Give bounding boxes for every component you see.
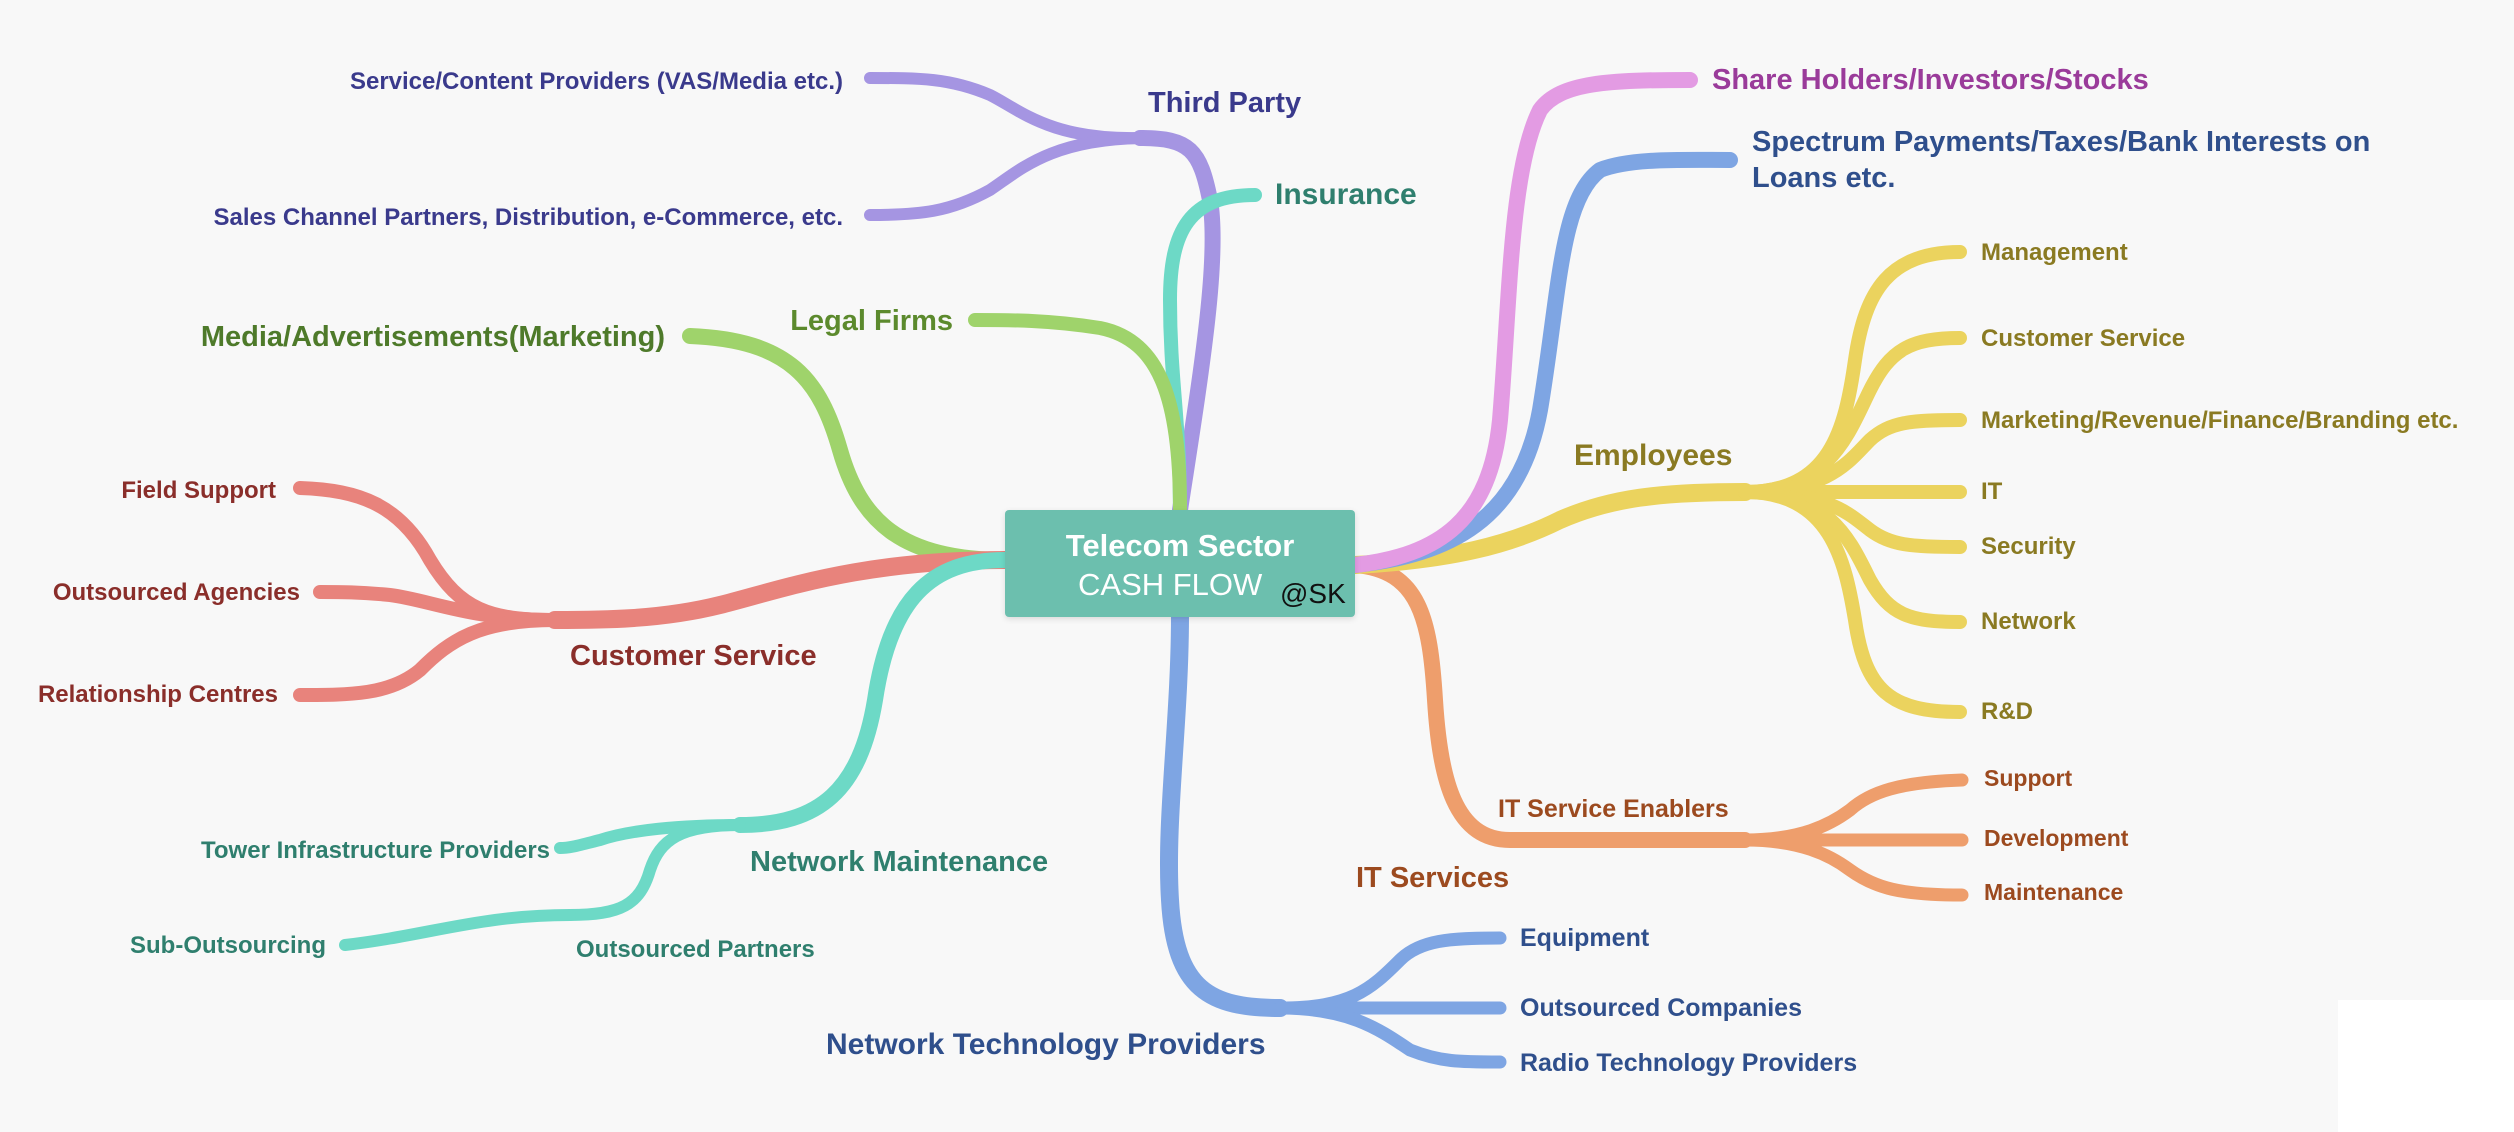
branch-customer-service bbox=[293, 481, 1014, 702]
node-emp-marketing[interactable]: Marketing/Revenue/Finance/Branding etc. bbox=[1981, 407, 2458, 434]
branch-line-sales-channel bbox=[864, 132, 1146, 221]
center-node-box bbox=[1005, 510, 1355, 617]
node-customer-service[interactable]: Customer Service bbox=[570, 640, 817, 672]
node-spectrum-line1[interactable]: Spectrum Payments/Taxes/Bank Interests o… bbox=[1752, 126, 2370, 158]
node-network-maintenance[interactable]: Network Maintenance bbox=[750, 846, 1048, 878]
node-it-development[interactable]: Development bbox=[1984, 825, 2129, 851]
node-insurance[interactable]: Insurance bbox=[1275, 178, 1417, 211]
branch-it-services bbox=[1347, 557, 1969, 902]
branch-line-employees bbox=[1346, 483, 1754, 574]
node-shareholders[interactable]: Share Holders/Investors/Stocks bbox=[1712, 64, 2149, 96]
branch-line-it-maintenance bbox=[1738, 833, 1969, 902]
node-emp-management[interactable]: Management bbox=[1981, 239, 2128, 266]
node-it-enablers[interactable]: IT Service Enablers bbox=[1498, 795, 1729, 823]
branch-network-tech bbox=[1160, 606, 1507, 1069]
branch-line-customer-service bbox=[546, 551, 1014, 629]
node-legal-firms[interactable]: Legal Firms bbox=[790, 305, 953, 337]
node-emp-customer-service[interactable]: Customer Service bbox=[1981, 325, 2185, 352]
center-subtitle: CASH FLOW bbox=[1078, 567, 1263, 602]
node-outsourced-partners[interactable]: Outsourced Partners bbox=[576, 936, 815, 963]
node-emp-security[interactable]: Security bbox=[1981, 533, 2076, 560]
center-node[interactable]: Telecom Sector CASH FLOW @SK bbox=[1005, 510, 1355, 617]
branch-line-network-tech bbox=[1160, 606, 1289, 1017]
branch-line-network-maintenance bbox=[732, 552, 1013, 833]
node-spectrum-line2[interactable]: Loans etc. bbox=[1752, 162, 1895, 194]
node-service-content[interactable]: Service/Content Providers (VAS/Media etc… bbox=[350, 68, 843, 95]
branch-line-service-content bbox=[864, 72, 1146, 145]
white-corner-patch bbox=[2338, 1000, 2514, 1132]
branch-network-maintenance bbox=[339, 552, 1013, 951]
node-network-tech[interactable]: Network Technology Providers bbox=[826, 1028, 1266, 1061]
center-title: Telecom Sector bbox=[1066, 528, 1295, 563]
node-emp-network[interactable]: Network bbox=[1981, 608, 2076, 635]
node-media[interactable]: Media/Advertisements(Marketing) bbox=[201, 321, 665, 353]
node-outsourced-agencies[interactable]: Outsourced Agencies bbox=[53, 579, 300, 606]
branch-line-radio-tech bbox=[1273, 1001, 1507, 1069]
branch-line-it-services bbox=[1347, 557, 1753, 849]
node-field-support[interactable]: Field Support bbox=[121, 477, 276, 504]
center-signature: @SK bbox=[1280, 578, 1346, 609]
branch-line-spectrum bbox=[1347, 151, 1738, 573]
branch-line-sub-outsourcing bbox=[339, 909, 576, 951]
branch-third-party bbox=[864, 72, 1221, 518]
node-outsourced-companies[interactable]: Outsourced Companies bbox=[1520, 994, 1802, 1022]
branch-line-emp-rnd bbox=[1738, 485, 1967, 719]
node-emp-it[interactable]: IT bbox=[1981, 478, 2003, 505]
node-it-services[interactable]: IT Services bbox=[1356, 862, 1509, 894]
node-equipment[interactable]: Equipment bbox=[1520, 924, 1650, 952]
node-employees[interactable]: Employees bbox=[1574, 439, 1732, 472]
branch-line-legal-firms bbox=[968, 313, 1187, 517]
node-relationship-centres[interactable]: Relationship Centres bbox=[38, 681, 278, 708]
node-emp-rnd[interactable]: R&D bbox=[1981, 698, 2033, 725]
node-it-maintenance[interactable]: Maintenance bbox=[1984, 879, 2123, 905]
node-third-party[interactable]: Third Party bbox=[1148, 87, 1301, 119]
branch-line-outsourced-partners bbox=[564, 819, 746, 921]
branch-line-media bbox=[682, 328, 1013, 568]
branch-employees bbox=[1346, 245, 1967, 719]
branch-line-relationship-centres bbox=[293, 613, 562, 702]
node-sales-channel[interactable]: Sales Channel Partners, Distribution, e-… bbox=[213, 204, 843, 231]
node-radio-tech[interactable]: Radio Technology Providers bbox=[1520, 1049, 1857, 1077]
node-it-support[interactable]: Support bbox=[1984, 765, 2072, 791]
branch-line-outsourced-agencies bbox=[313, 585, 562, 627]
branch-line-it-support bbox=[1738, 773, 1969, 847]
branch-line-shareholders bbox=[1347, 72, 1698, 573]
node-sub-outsourcing[interactable]: Sub-Outsourcing bbox=[130, 932, 326, 959]
node-tower-infra[interactable]: Tower Infrastructure Providers bbox=[201, 837, 550, 864]
branch-line-equipment bbox=[1273, 931, 1507, 1015]
branch-line-third-party bbox=[1132, 130, 1221, 518]
